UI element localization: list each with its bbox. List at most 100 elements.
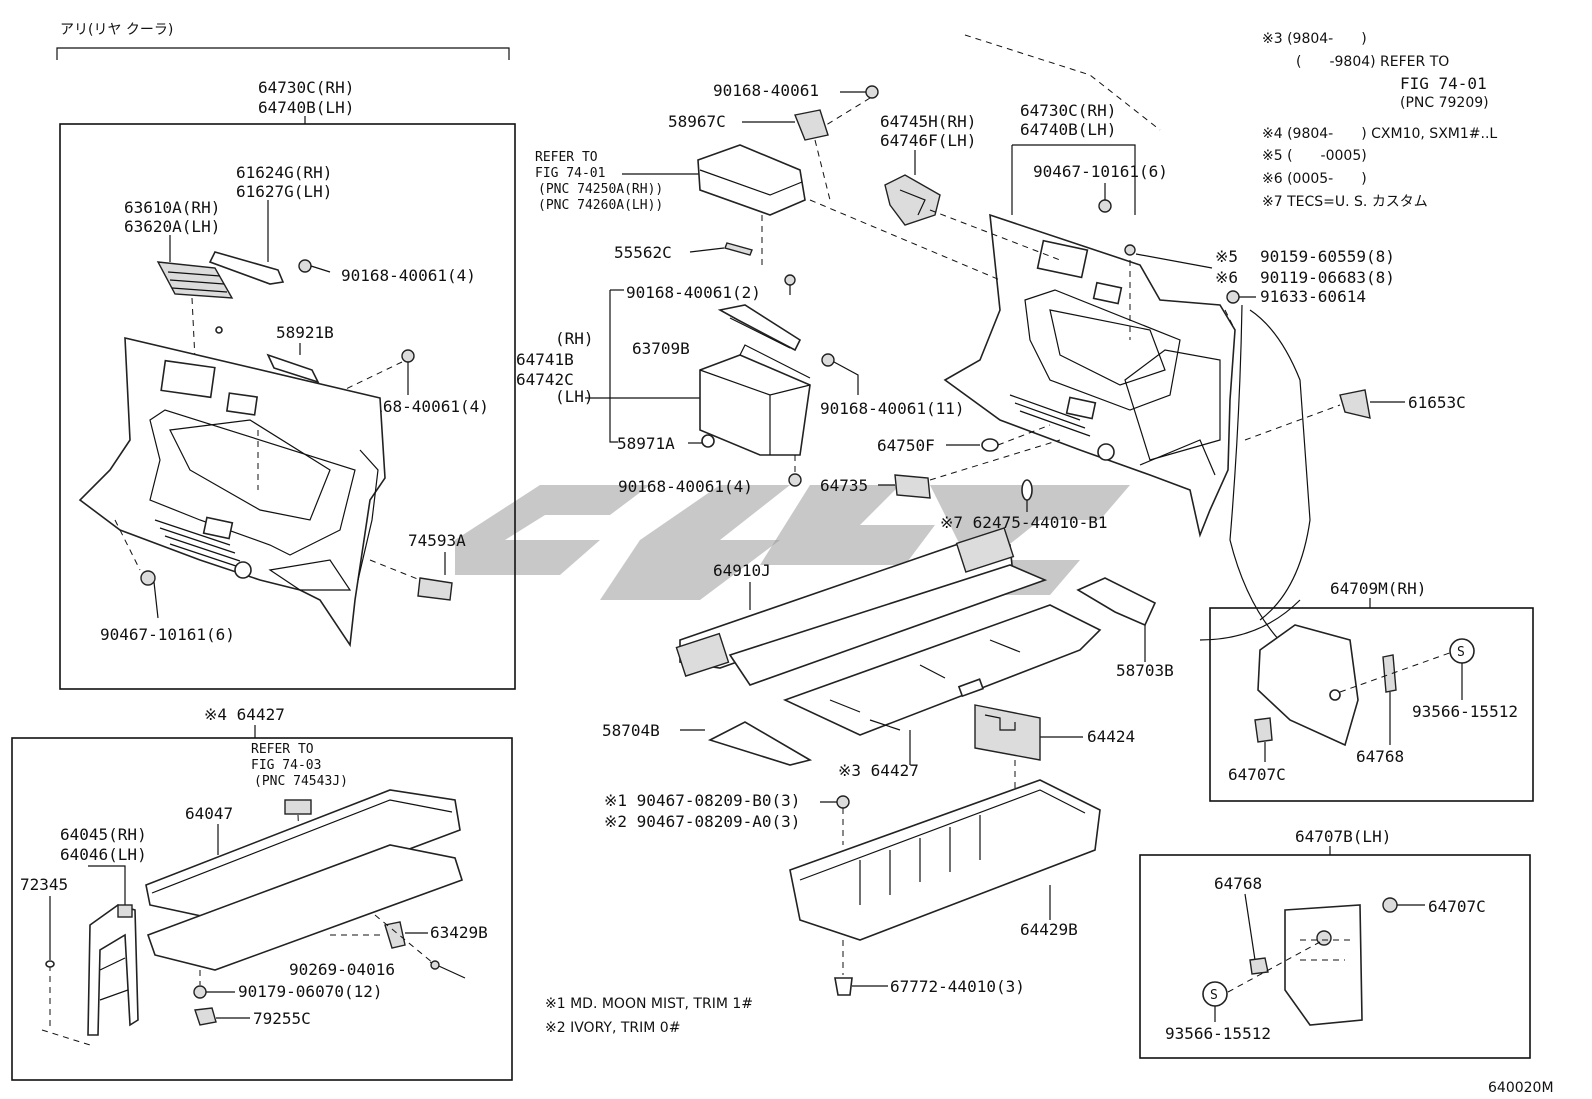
screw-90168-top: [865, 85, 879, 99]
label-61624G: 61624G(RH): [236, 163, 332, 182]
label-64768-r: 64768: [1356, 747, 1404, 766]
label-58704B: 58704B: [602, 721, 660, 740]
clip-67772: [834, 977, 853, 996]
note-3b: ( -9804) REFER TO: [1296, 54, 1449, 70]
support-frame: [87, 904, 139, 1036]
screw-90168-11: [821, 353, 835, 367]
label-refer-7401-a: REFER TO: [535, 150, 598, 165]
label-refer-7403-c: (PNC 74543J): [254, 774, 348, 789]
label-64047: 64047: [185, 804, 233, 823]
label-64740B-left: 64740B(LH): [258, 98, 354, 117]
screw-90159: [1124, 244, 1136, 256]
hinge-63429B-part: [384, 921, 406, 949]
deck-board-upper: [145, 789, 461, 921]
label-90467-A0: ※2 90467-08209-A0(3): [604, 812, 800, 831]
note-3d: (PNC 79209): [1400, 95, 1489, 111]
label-61653C: 61653C: [1408, 393, 1466, 412]
screw-90168-b: [401, 349, 415, 395]
header-bracket: [56, 47, 510, 60]
clip-90467-08209: [836, 795, 850, 809]
label-91633: 91633-60614: [1260, 287, 1366, 306]
label-mark-6: ※6: [1215, 268, 1238, 287]
board-58704B-part: [707, 721, 813, 766]
clip-64707C-l: [1382, 897, 1398, 913]
label-58971A: 58971A: [617, 434, 675, 453]
label-72345: 72345: [20, 875, 68, 894]
label-64768-l: 64768: [1214, 874, 1262, 893]
label-90269: 90269-04016: [289, 960, 395, 979]
clip-61653C-part: [1339, 389, 1371, 419]
left-side-trim-panel: [78, 336, 386, 648]
clip-64707C-r: [1254, 717, 1273, 743]
label-63429B: 63429B: [430, 923, 488, 942]
partition-64424: [974, 704, 1041, 761]
right-side-trim-panel: [943, 213, 1236, 538]
storage-box-part: [699, 344, 811, 456]
note-6: ※6 (0005- ): [1262, 171, 1367, 187]
label-64429B: 64429B: [1020, 920, 1078, 939]
label-90119: 90119-06683(8): [1260, 268, 1395, 287]
label-90159: 90159-60559(8): [1260, 247, 1395, 266]
corner-piece-64745H: [884, 174, 941, 226]
hook-79255C: [194, 1007, 217, 1026]
cover-64707B-part: [1284, 904, 1363, 1026]
label-64746F: 64746F(LH): [880, 131, 976, 150]
label-refer-7401-b: FIG 74-01: [535, 166, 605, 181]
label-mark-5: ※5: [1215, 247, 1238, 266]
label-79255C: 79255C: [253, 1009, 311, 1028]
label-64740B-right: 64740B(LH): [1020, 120, 1116, 139]
footnote-2: ※2 IVORY, TRIM 0#: [545, 1020, 680, 1036]
label-63620A: 63620A(LH): [124, 217, 220, 236]
clip-90179: [193, 985, 207, 999]
label-lh: (LH): [555, 387, 594, 406]
clip-64768-r: [1382, 654, 1397, 693]
clip-90467-right: [1098, 199, 1112, 213]
label-s-l: S: [1210, 988, 1218, 1003]
note-4: ※4 (9804- ) CXM10, SXM1#..L: [1262, 126, 1497, 142]
label-64427-top: ※4 64427: [204, 705, 285, 724]
bracket-63709B-part: [717, 304, 802, 352]
label-refer-7403-a: REFER TO: [251, 742, 314, 757]
bracket-58967C-part: [794, 109, 829, 141]
label-90168-4-a: 90168-40061(4): [341, 266, 476, 285]
label-61627G: 61627G(LH): [236, 182, 332, 201]
label-64750F: 64750F: [877, 436, 935, 455]
body-outline-dashed: [964, 34, 1161, 131]
footnote-1: ※1 MD. MOON MIST, TRIM 1#: [545, 996, 753, 1012]
hook-58921B-part: [266, 353, 320, 384]
label-58703B: 58703B: [1116, 661, 1174, 680]
screw-90168-4-c: [788, 473, 802, 487]
label-64730C-left: 64730C(RH): [258, 78, 354, 97]
armrest-cushion-part: [697, 144, 806, 216]
cover-64709M-part: [1257, 624, 1359, 747]
cover-64735-part: [894, 474, 931, 499]
box-left-top: [59, 123, 516, 690]
label-rh: (RH): [555, 329, 594, 348]
label-90168-top: 90168-40061: [713, 81, 819, 100]
label-90168-4-c: 90168-40061(4): [618, 477, 753, 496]
note-3: ※3 (9804- ): [1262, 31, 1367, 47]
label-64707C-l: 64707C: [1428, 897, 1486, 916]
cover-58703B: [1076, 577, 1157, 627]
label-64709M: 64709M(RH): [1330, 579, 1426, 598]
pin-55562C-part: [724, 242, 753, 256]
deck-board-lower: [146, 844, 463, 971]
label-64742C: 64742C: [516, 370, 574, 389]
note-3c: FIG 74-01: [1400, 74, 1487, 93]
label-90467-6-right: 90467-10161(6): [1033, 162, 1168, 181]
screw-90168-a: [298, 259, 331, 273]
clip-64768-l: [1249, 957, 1269, 975]
label-58921B: 58921B: [276, 323, 334, 342]
label-64427-mid: ※3 64427: [838, 761, 919, 780]
label-64424: 64424: [1087, 727, 1135, 746]
label-64707B: 64707B(LH): [1295, 827, 1391, 846]
label-refer-7401-c: (PNC 74250A(RH)): [538, 182, 663, 197]
label-64707C-r: 64707C: [1228, 765, 1286, 784]
plug-74593A-part: [417, 577, 453, 601]
clip-90467-left: [140, 570, 159, 619]
screw-91633: [1226, 290, 1240, 304]
label-64046: 64046(LH): [60, 845, 147, 864]
clip-64750F: [981, 438, 999, 452]
figure-code: 640020M: [1488, 1080, 1554, 1096]
label-refer-7401-d: (PNC 74260A(LH)): [538, 198, 663, 213]
